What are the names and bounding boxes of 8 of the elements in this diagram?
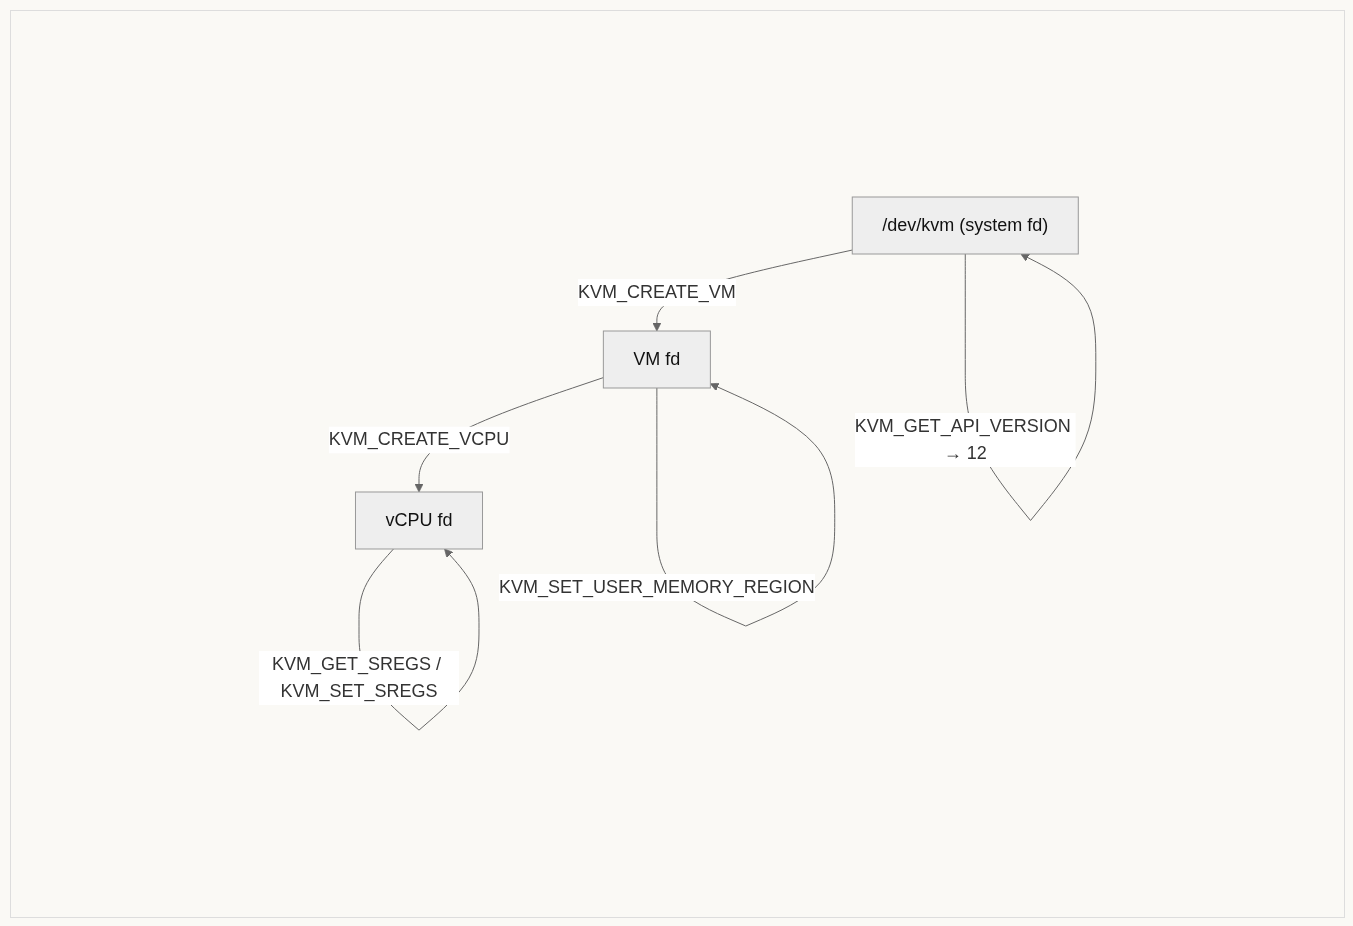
edge-label: KVM_CREATE_VCPU <box>328 429 510 450</box>
node-box: /dev/kvm (system fd) <box>851 196 1079 255</box>
edge-label: KVM_GET_SREGS / KVM_SET_SREGS <box>272 654 442 702</box>
edge-label: KVM_SET_USER_MEMORY_REGION <box>499 577 815 598</box>
edge-label: KVM_GET_API_VERSION → 12 <box>854 416 1071 464</box>
edge-label: KVM_CREATE_VM <box>578 282 736 303</box>
node-box: VM fd <box>602 330 711 389</box>
node-box: vCPU fd <box>355 491 484 550</box>
